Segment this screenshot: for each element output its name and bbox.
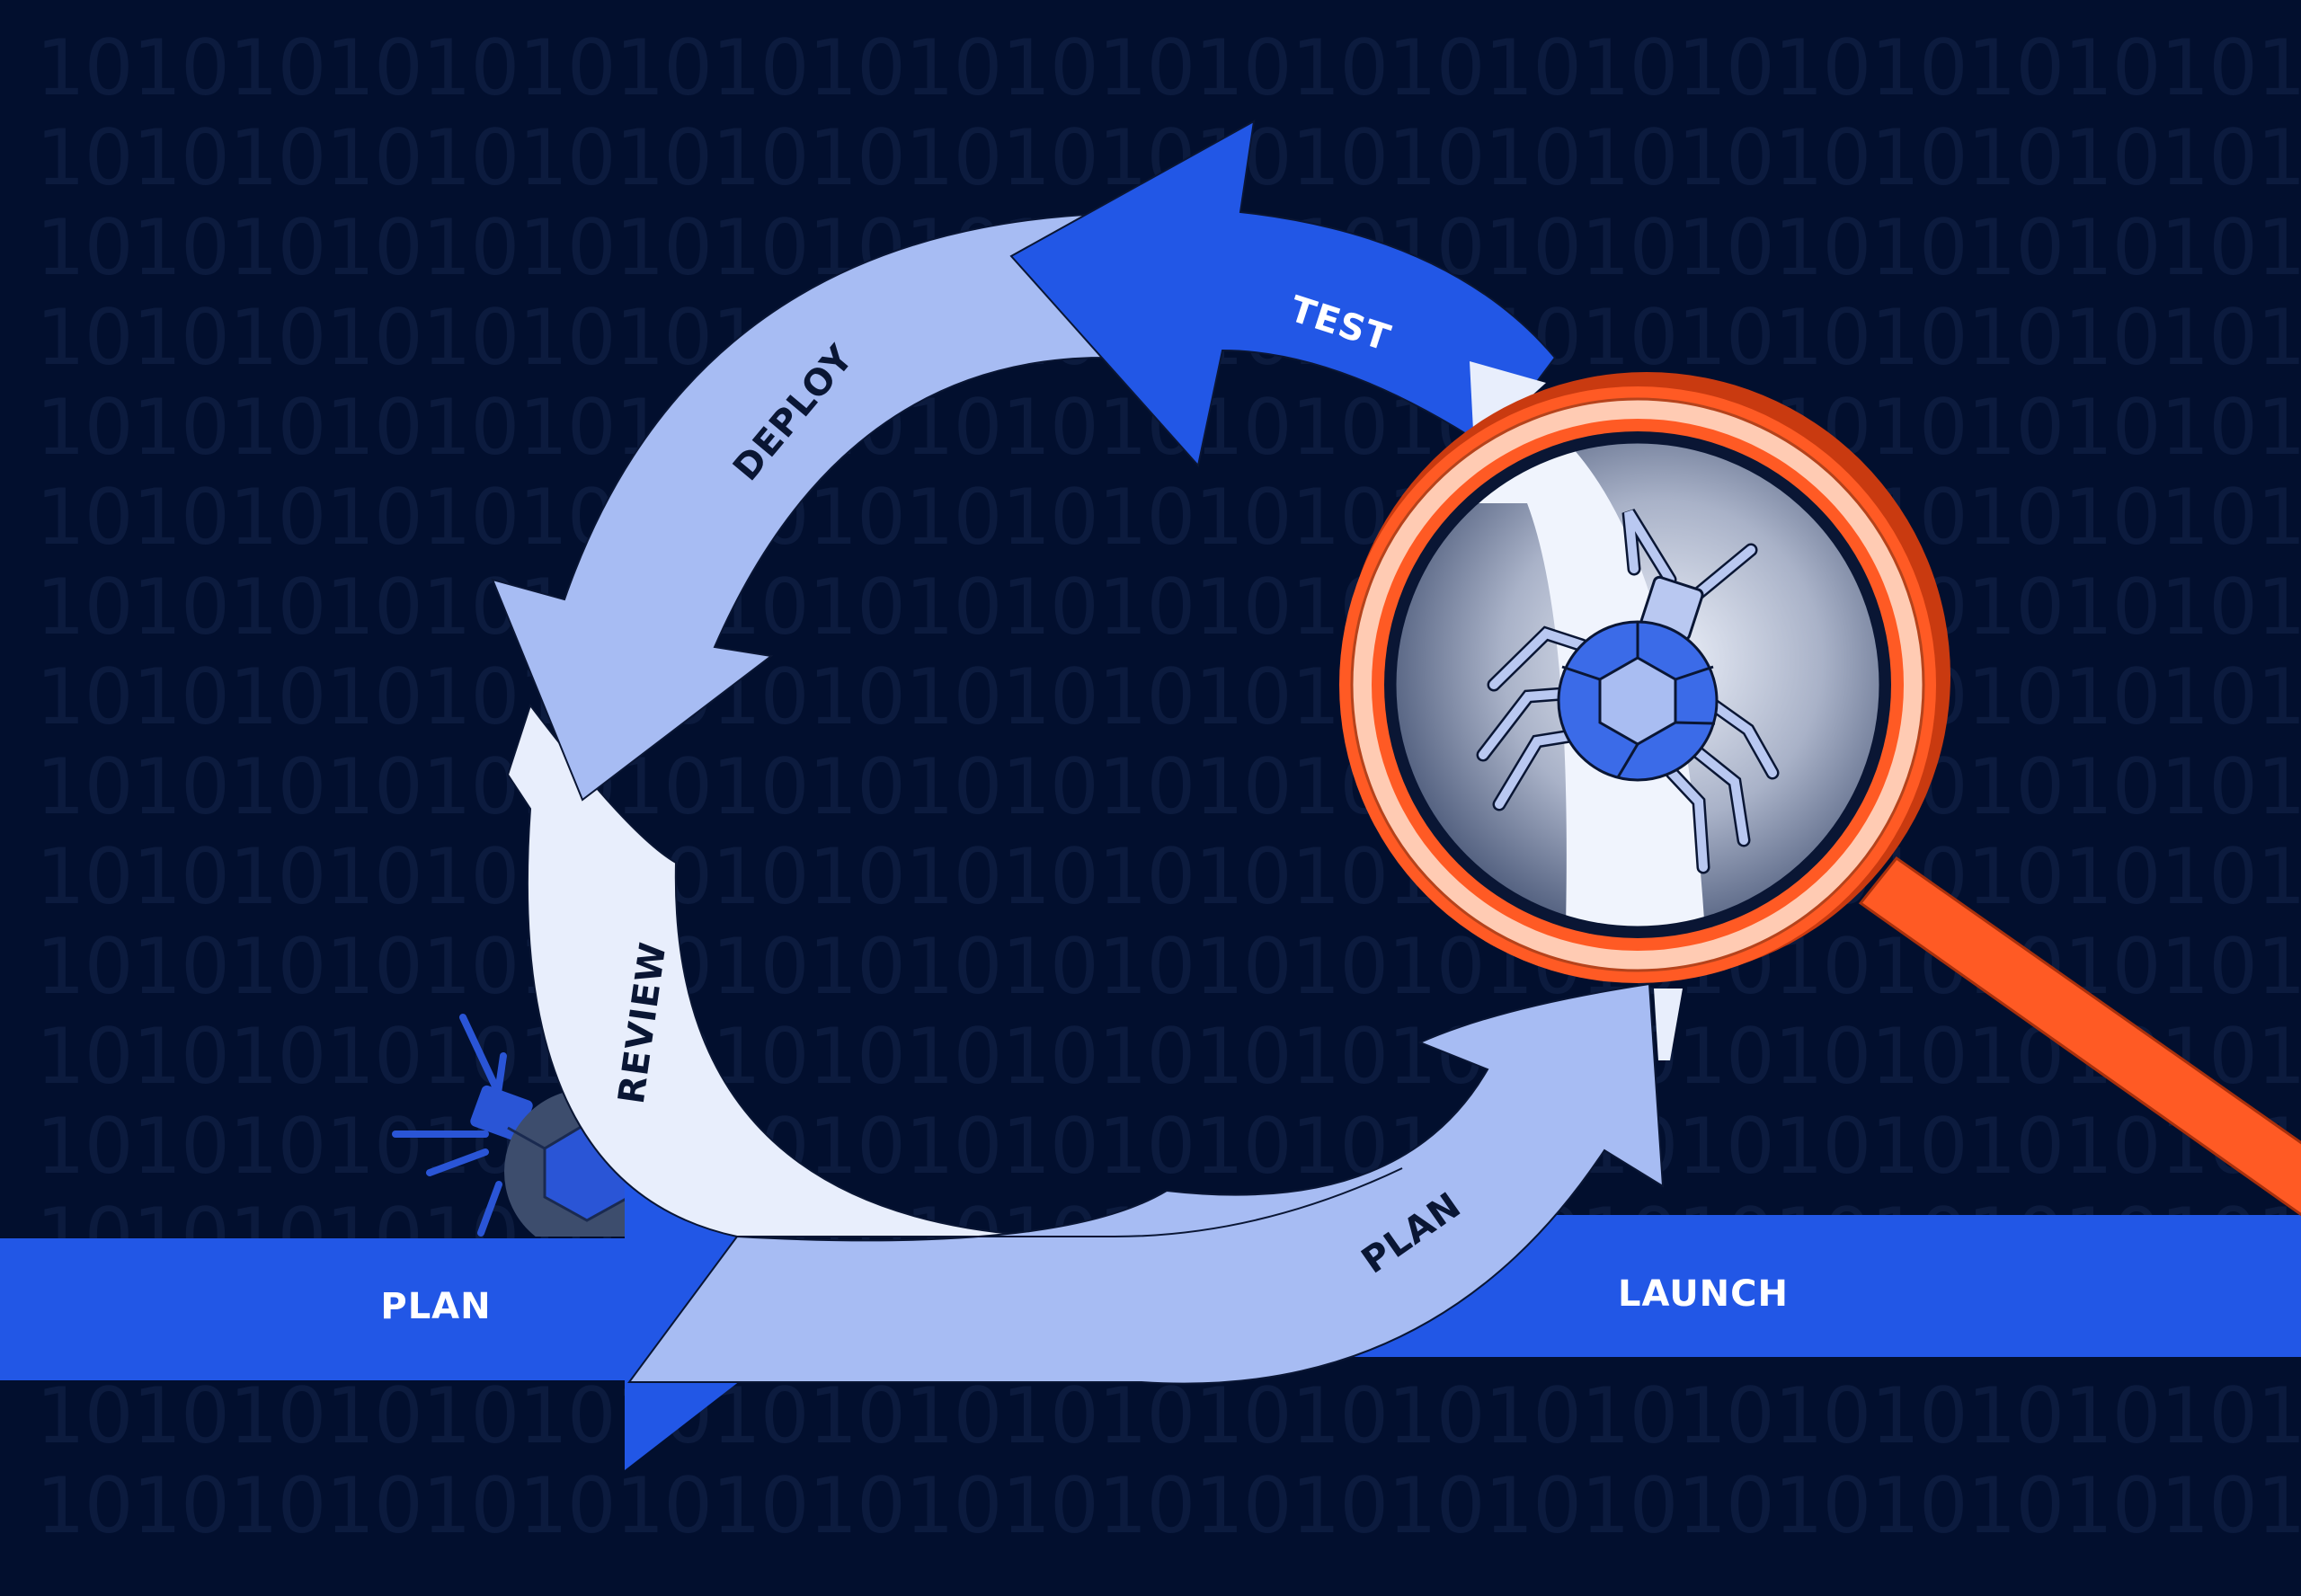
bug-icon-magnified — [1476, 509, 1780, 874]
plan-loop-arrow — [627, 982, 1665, 1385]
deploy-arrow — [491, 212, 1102, 802]
binary-row: 1010101010101010101010101010101010101010… — [36, 1012, 2301, 1102]
binary-row: 1010101010101010101010101010101010101010… — [36, 23, 2301, 113]
magnifying-glass-icon — [1339, 372, 2301, 1217]
plan-loop-arrow-tip — [1654, 989, 1683, 1060]
binary-row: 1010101010101010101010101010101010101010… — [36, 1461, 2301, 1551]
launch-label: LAUNCH — [1618, 1273, 1789, 1315]
binary-row: 1010101010101010101010101010101010101010… — [36, 1371, 2301, 1461]
binary-row: 1010101010101010101010101010101010101010… — [36, 652, 2301, 742]
test-arrow — [1009, 120, 1557, 468]
binary-row: 1010101010101010101010101010101010101010… — [36, 742, 2301, 832]
plan-input-label: PLAN — [380, 1286, 491, 1327]
review-arc — [506, 703, 1142, 1239]
plan-input-arrow — [0, 1113, 836, 1470]
binary-row: 1010101010101010101010101010101010101010… — [36, 563, 2301, 652]
binary-row: 1010101010101010101010101010101010101010… — [36, 473, 2301, 563]
binary-row: 1010101010101010101010101010101010101010… — [36, 1102, 2301, 1192]
